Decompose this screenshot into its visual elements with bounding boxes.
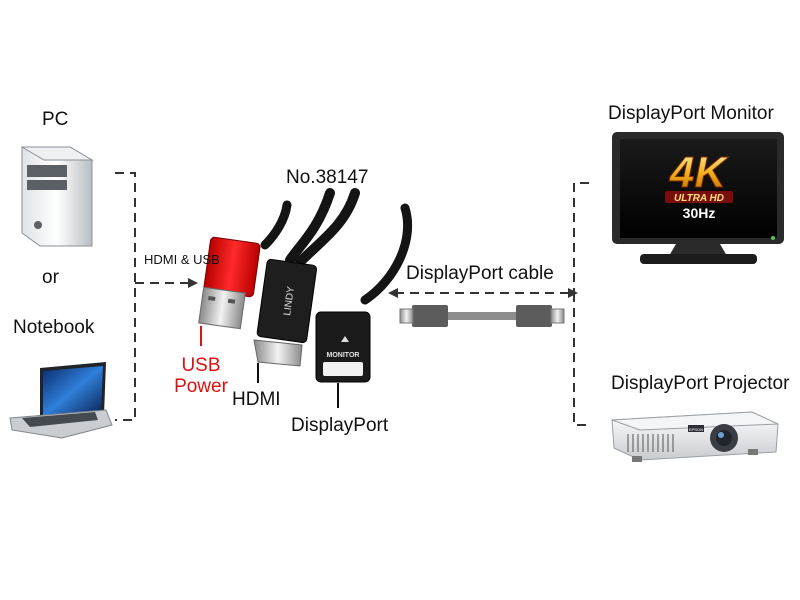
displayport-projector-label: DisplayPort Projector <box>611 373 790 394</box>
monitor-ultra-hd-text: ULTRA HD <box>674 193 724 204</box>
displayport-monitor-label: DisplayPort Monitor <box>608 103 774 124</box>
pc-label: PC <box>42 109 69 130</box>
usb-power-plug-icon <box>198 236 261 330</box>
arrow-to-adapter-icon <box>188 278 198 288</box>
hdmi-plug-icon <box>253 258 318 367</box>
monitor-4k-text: 4K <box>669 148 729 197</box>
pc-tower-icon <box>20 146 94 247</box>
cable-right-arrow-icon <box>568 288 578 298</box>
adapter-cables <box>260 188 413 305</box>
hdmi-label: HDMI <box>232 389 281 410</box>
usb-power-label-line2: Power <box>174 376 228 397</box>
projector-badge-text: EPSON <box>689 427 703 432</box>
displayport-cable-connector-lines <box>395 182 592 426</box>
usb-power-label-line1: USB <box>181 355 221 376</box>
displayport-cable-icon <box>399 305 565 327</box>
displayport-label: DisplayPort <box>291 415 389 436</box>
or-label: or <box>42 267 59 288</box>
ultra-hd-band <box>665 191 733 203</box>
displayport-cable-label: DisplayPort cable <box>406 263 554 284</box>
displayport-monitor-icon <box>612 132 784 264</box>
brand-mark-text: LINDY <box>282 285 297 316</box>
hdmi-usb-link-label: HDMI & USB <box>144 252 220 267</box>
model-number-label: No.38147 <box>286 167 369 188</box>
cable-left-arrow-icon <box>388 288 398 298</box>
monitor-30hz-text: 30Hz <box>683 205 716 221</box>
notebook-icon <box>9 362 113 439</box>
displayport-projector-icon <box>611 411 779 462</box>
displayport-receptacle-icon <box>315 311 371 383</box>
usb-power-label: USB Power <box>171 356 231 396</box>
monitor-port-marking: MONITOR <box>327 352 360 359</box>
notebook-label: Notebook <box>13 317 95 338</box>
source-connector-lines <box>115 172 190 421</box>
